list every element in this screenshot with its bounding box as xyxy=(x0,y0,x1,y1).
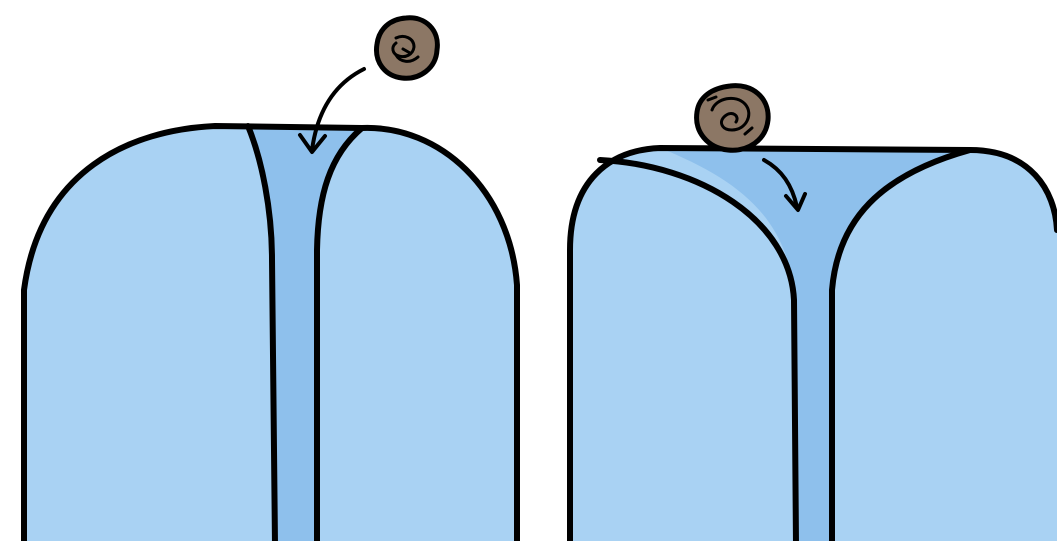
particle-icon xyxy=(697,86,769,151)
